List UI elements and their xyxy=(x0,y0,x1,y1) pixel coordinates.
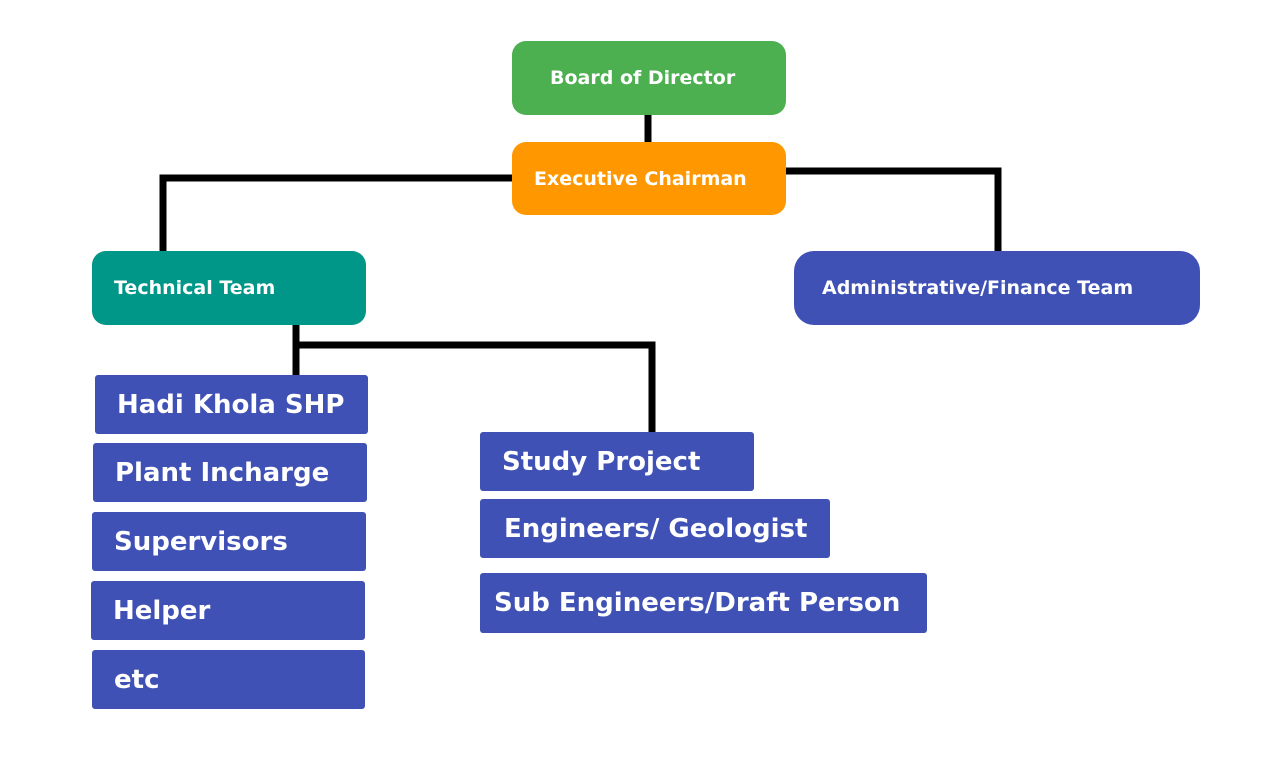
technical-team-label: Technical Team xyxy=(114,277,276,299)
etc-label: etc xyxy=(114,664,160,695)
study-project-box: Study Project xyxy=(480,432,754,491)
board-of-director-box: Board of Director xyxy=(512,41,786,115)
helper-label: Helper xyxy=(113,595,211,626)
board-of-director-label: Board of Director xyxy=(550,67,736,89)
engineers-geologist-box: Engineers/ Geologist xyxy=(480,499,830,558)
connector-executive-technical xyxy=(159,174,516,256)
administrative-finance-team-label: Administrative/Finance Team xyxy=(822,277,1134,299)
supervisors-box: Supervisors xyxy=(92,512,366,571)
sub-engineers-draft-person-label: Sub Engineers/Draft Person xyxy=(494,588,901,618)
etc-box: etc xyxy=(92,650,365,709)
technical-team-box: Technical Team xyxy=(92,251,366,325)
supervisors-label: Supervisors xyxy=(114,526,288,557)
sub-engineers-draft-person-box: Sub Engineers/Draft Person xyxy=(480,573,927,633)
hadi-khola-shp-box: Hadi Khola SHP xyxy=(95,375,368,434)
executive-chairman-box: Executive Chairman xyxy=(512,142,786,215)
administrative-finance-team-box: Administrative/Finance Team xyxy=(794,251,1200,325)
study-project-label: Study Project xyxy=(502,446,701,477)
helper-box: Helper xyxy=(91,581,365,640)
plant-incharge-box: Plant Incharge xyxy=(93,443,367,502)
executive-chairman-label: Executive Chairman xyxy=(534,167,747,190)
plant-incharge-label: Plant Incharge xyxy=(115,457,330,488)
hadi-khola-shp-label: Hadi Khola SHP xyxy=(117,389,345,420)
connector-technical-study xyxy=(292,341,656,437)
connector-executive-admin xyxy=(781,167,1002,256)
engineers-geologist-label: Engineers/ Geologist xyxy=(504,513,808,544)
